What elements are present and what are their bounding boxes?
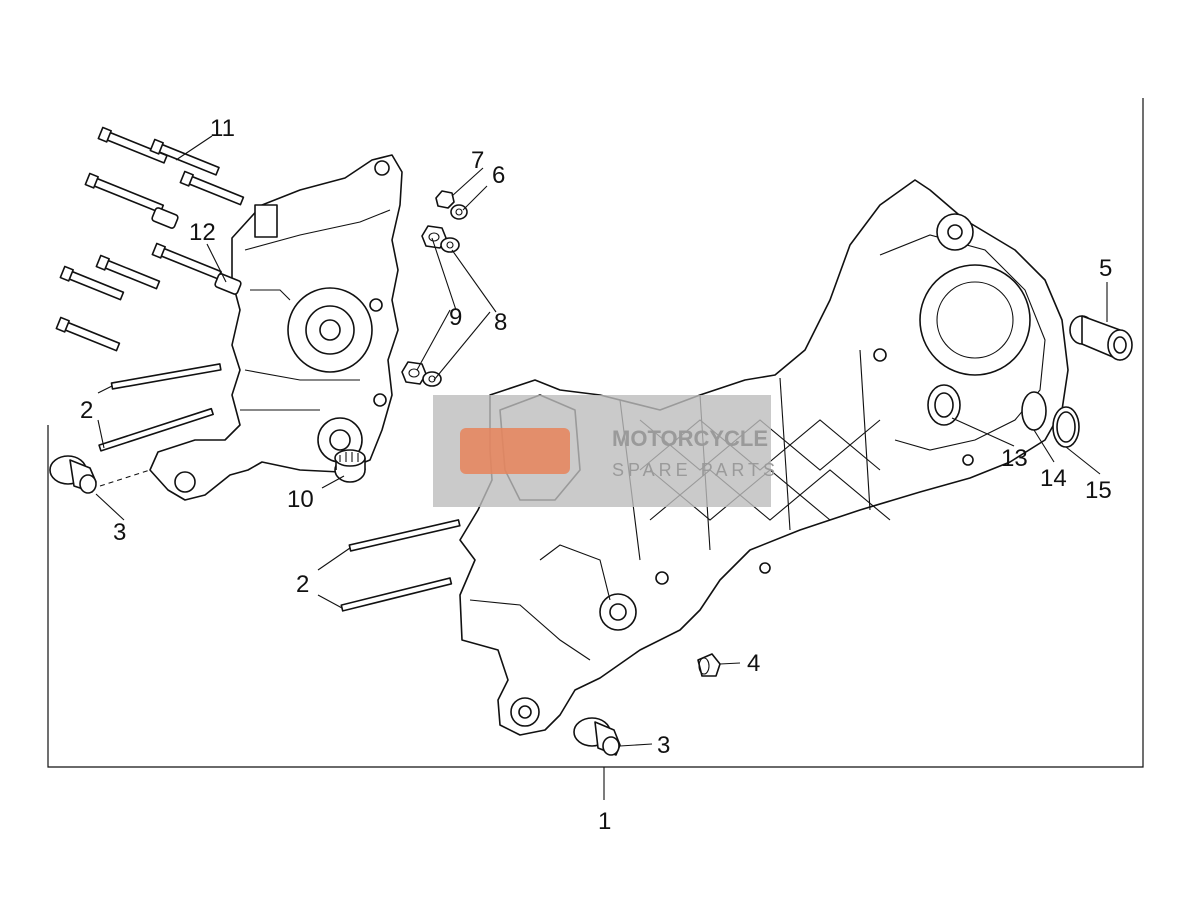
watermark-line2: SPARE PARTS: [612, 460, 779, 480]
callout-9: 9: [449, 304, 462, 331]
callout-7: 7: [471, 147, 484, 174]
part-8-washer-upper: [440, 237, 460, 253]
silent-block-3-left: [49, 455, 97, 494]
studs-2: [98, 363, 461, 612]
callout-1: 1: [598, 808, 611, 835]
part-13-bearing: [927, 384, 961, 426]
part-15-ring: [1052, 406, 1080, 448]
watermark-line1: MOTORCYCLE: [612, 426, 768, 451]
part-10-gear-bushing: [334, 449, 366, 483]
part-6-washer: [450, 204, 468, 220]
part-14-circlip: [1021, 391, 1047, 431]
callout-2-upper: 2: [80, 397, 93, 424]
callout-3-right: 3: [657, 732, 670, 759]
callout-12: 12: [189, 219, 216, 246]
part-4-plug: [697, 653, 721, 677]
callout-6: 6: [492, 162, 505, 189]
part-9-nut-lower: [401, 361, 427, 385]
part-5-bushing: [1069, 315, 1133, 361]
dowels-12: [151, 207, 242, 295]
callout-2-lower: 2: [296, 571, 309, 598]
callout-5: 5: [1099, 255, 1112, 282]
callout-10: 10: [287, 486, 314, 513]
silent-block-3-right: [573, 717, 621, 756]
bolts-11: [55, 126, 245, 352]
watermark: MOTORCYCLE SPARE PARTS: [433, 395, 779, 507]
left-crankcase-half: [149, 154, 403, 501]
leader-lines: [95, 135, 1108, 747]
callout-15: 15: [1085, 477, 1112, 504]
part-7-nut: [435, 190, 455, 209]
leader-3-left: [99, 469, 151, 487]
watermark-logo: [460, 428, 570, 474]
callout-4: 4: [747, 650, 760, 677]
assembly-frame: [47, 98, 1144, 768]
callout-3-left: 3: [113, 519, 126, 546]
callout-labels: 1 2 2 3 3 4 5 6 7 8 9 10 11 12 13 14 15: [80, 115, 1112, 835]
callout-14: 14: [1040, 465, 1067, 492]
callout-13: 13: [1001, 445, 1028, 472]
callout-11: 11: [210, 115, 235, 142]
callout-8: 8: [494, 309, 507, 336]
